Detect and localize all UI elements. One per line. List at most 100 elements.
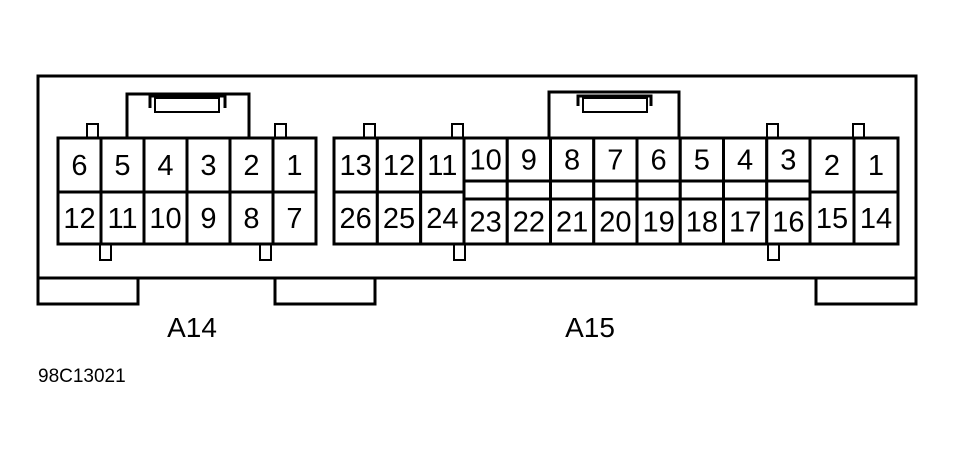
pin-cavity: 12	[375, 136, 423, 194]
pin-number: 16	[772, 207, 804, 239]
a14-label: A14	[167, 312, 217, 343]
connector-housing	[36, 74, 918, 306]
pin-number: 5	[114, 150, 130, 182]
pin-cavity: 3	[185, 136, 232, 194]
pin-cavity: 4	[722, 136, 769, 183]
pin-cavity: 2	[808, 136, 856, 194]
figure-id: 98C13021	[38, 366, 126, 387]
pin-number: 10	[469, 145, 501, 177]
pin-cavity: 20	[592, 197, 639, 246]
pin-number: 18	[686, 207, 718, 239]
a15-tab	[451, 123, 464, 139]
pin-cavity: 21	[549, 197, 596, 246]
pin-cavity-box	[271, 190, 318, 246]
pin-number: 23	[469, 207, 501, 239]
pin-number: 11	[427, 150, 457, 182]
a15-tab	[766, 123, 779, 139]
pin-number: 26	[340, 203, 372, 235]
pin-cavity: 6	[56, 136, 103, 194]
a14-tab	[274, 123, 287, 139]
pin-cavity: 13	[332, 136, 379, 194]
pin-number: 8	[243, 203, 259, 235]
pin-cavity-box	[852, 190, 900, 246]
pin-number: 12	[63, 203, 95, 235]
pin-number: 8	[564, 145, 580, 177]
pin-cavity-box	[505, 197, 552, 246]
pin-cavity: 12	[56, 190, 103, 246]
pin-cavity: 17	[722, 197, 769, 246]
a15-tab	[453, 243, 466, 261]
a14-tab	[259, 243, 272, 261]
pin-number: 17	[729, 207, 761, 239]
cavity-divider	[765, 179, 812, 201]
a15-latch	[547, 90, 681, 138]
pin-cavity: 14	[852, 190, 900, 246]
pin-cavity-box	[635, 197, 682, 246]
pin-number: 10	[149, 203, 181, 235]
pin-cavity: 22	[505, 197, 552, 246]
pin-number: 25	[383, 203, 415, 235]
pin-number: 19	[642, 207, 674, 239]
pin-number: 9	[200, 203, 216, 235]
pin-number: 7	[286, 203, 302, 235]
pin-cavity-box	[765, 197, 812, 246]
pin-cavity: 9	[185, 190, 232, 246]
pin-cavity-box	[332, 190, 379, 246]
pin-cavity-box	[375, 136, 423, 194]
pin-cavity-box	[185, 190, 232, 246]
pin-cavity: 10	[142, 190, 189, 246]
pin-number: 1	[286, 150, 302, 182]
pin-cavity: 1	[852, 136, 900, 194]
cavity-divider	[722, 179, 769, 201]
pin-number: 9	[521, 145, 537, 177]
pin-number: 5	[694, 145, 710, 177]
pin-cavity-box	[852, 136, 900, 194]
a14-latch	[125, 92, 251, 138]
pin-cavity: 6	[635, 136, 682, 183]
pin-number: 4	[157, 150, 173, 182]
pin-cavity: 23	[462, 197, 509, 246]
pin-cavity: 18	[678, 197, 725, 246]
pin-number: 12	[383, 150, 415, 182]
a15-tab	[767, 243, 780, 261]
pin-number: 3	[780, 145, 796, 177]
pin-number: 20	[599, 207, 631, 239]
pin-cavity: 15	[808, 190, 856, 246]
pin-number: 6	[71, 150, 87, 182]
pin-cavity-box	[332, 136, 379, 194]
a15-tab	[363, 123, 376, 139]
pin-cavity: 1	[271, 136, 318, 194]
pin-number: 24	[426, 203, 458, 235]
pin-cavity-box	[808, 136, 856, 194]
pin-cavity: 3	[765, 136, 812, 183]
a14-tab	[86, 123, 99, 139]
pin-cavity-box	[419, 190, 466, 246]
a15-label: A15	[565, 312, 615, 343]
cavity-divider	[549, 179, 596, 201]
pin-number: 21	[556, 207, 588, 239]
pin-cavity-box	[722, 197, 769, 246]
pin-cavity: 19	[635, 197, 682, 246]
pin-cavity: 26	[332, 190, 379, 246]
pin-number: 6	[651, 145, 667, 177]
cavity-divider	[462, 179, 509, 201]
pin-number: 13	[340, 150, 372, 182]
cavity-divider	[635, 179, 682, 201]
pin-cavity: 10	[462, 136, 509, 183]
pin-number: 22	[513, 207, 545, 239]
a15-tab	[852, 123, 865, 139]
cavity-divider	[678, 179, 725, 201]
pin-cavity-box	[808, 190, 856, 246]
pin-number: 7	[607, 145, 623, 177]
pin-cavity: 11	[99, 190, 146, 246]
pin-cavity: 8	[228, 190, 275, 246]
pin-cavity: 4	[142, 136, 189, 194]
pin-cavity: 24	[419, 190, 466, 246]
pin-number: 3	[200, 150, 216, 182]
pin-number: 11	[107, 203, 137, 235]
pin-cavity: 9	[505, 136, 552, 183]
